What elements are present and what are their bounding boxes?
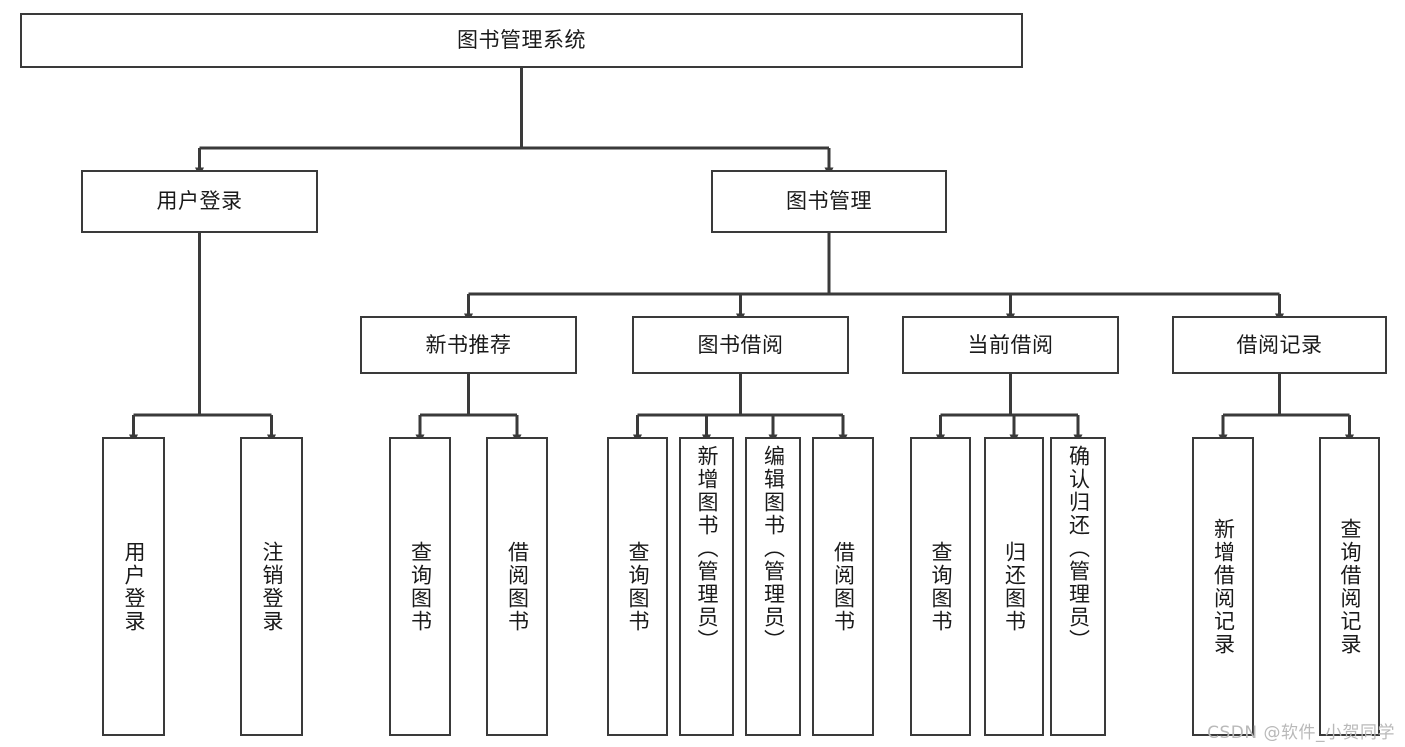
node-leaf-return-book[interactable]: 归还图书: [984, 437, 1044, 736]
node-leaf-edit-book-label: 编辑图书（管理员）: [761, 445, 786, 652]
node-leaf-logout[interactable]: 注销登录: [240, 437, 303, 736]
node-book-manage[interactable]: 图书管理: [711, 170, 947, 233]
node-book-borrow[interactable]: 图书借阅: [632, 316, 849, 374]
node-leaf-borrow-book-1-label: 借阅图书: [505, 540, 530, 633]
node-leaf-add-book[interactable]: 新增图书（管理员）: [679, 437, 734, 736]
node-leaf-borrow-book-2-label: 借阅图书: [831, 540, 856, 633]
watermark: CSDN @软件_小贺同学: [1207, 723, 1395, 743]
node-new-book-recommend[interactable]: 新书推荐: [360, 316, 577, 374]
node-borrow-record[interactable]: 借阅记录: [1172, 316, 1387, 374]
node-leaf-query-book-3[interactable]: 查询图书: [910, 437, 971, 736]
node-book-manage-label: 图书管理: [786, 189, 872, 214]
node-leaf-confirm-return-label: 确认归还（管理员）: [1066, 445, 1091, 652]
node-leaf-add-record[interactable]: 新增借阅记录: [1192, 437, 1254, 736]
node-leaf-add-book-label: 新增图书（管理员）: [695, 445, 719, 652]
node-leaf-query-record[interactable]: 查询借阅记录: [1319, 437, 1380, 736]
node-borrow-record-label: 借阅记录: [1236, 332, 1323, 357]
node-leaf-return-book-label: 归还图书: [1002, 540, 1027, 633]
node-new-book-recommend-label: 新书推荐: [425, 332, 512, 357]
edge-group: [129, 68, 1354, 444]
node-user-login[interactable]: 用户登录: [81, 170, 318, 233]
node-leaf-query-book-1[interactable]: 查询图书: [389, 437, 451, 736]
node-user-login-label: 用户登录: [156, 189, 243, 214]
node-leaf-confirm-return[interactable]: 确认归还（管理员）: [1050, 437, 1106, 736]
node-current-borrow[interactable]: 当前借阅: [902, 316, 1119, 374]
node-leaf-query-book-1-label: 查询图书: [408, 540, 433, 633]
node-root-label: 图书管理系统: [457, 28, 586, 53]
node-current-borrow-label: 当前借阅: [967, 332, 1054, 357]
node-leaf-user-login[interactable]: 用户登录: [102, 437, 165, 736]
node-leaf-borrow-book-2[interactable]: 借阅图书: [812, 437, 874, 736]
node-book-borrow-label: 图书借阅: [697, 332, 784, 357]
node-leaf-borrow-book-1[interactable]: 借阅图书: [486, 437, 548, 736]
node-leaf-query-book-3-label: 查询图书: [929, 540, 953, 633]
node-leaf-add-record-label: 新增借阅记录: [1211, 517, 1236, 656]
node-leaf-query-book-2-label: 查询图书: [626, 540, 650, 633]
node-leaf-edit-book[interactable]: 编辑图书（管理员）: [745, 437, 801, 736]
node-leaf-query-record-label: 查询借阅记录: [1338, 517, 1362, 656]
node-leaf-logout-label: 注销登录: [260, 540, 284, 633]
node-leaf-user-login-label: 用户登录: [122, 540, 146, 633]
node-leaf-query-book-2[interactable]: 查询图书: [607, 437, 668, 736]
node-root[interactable]: 图书管理系统: [20, 13, 1023, 68]
